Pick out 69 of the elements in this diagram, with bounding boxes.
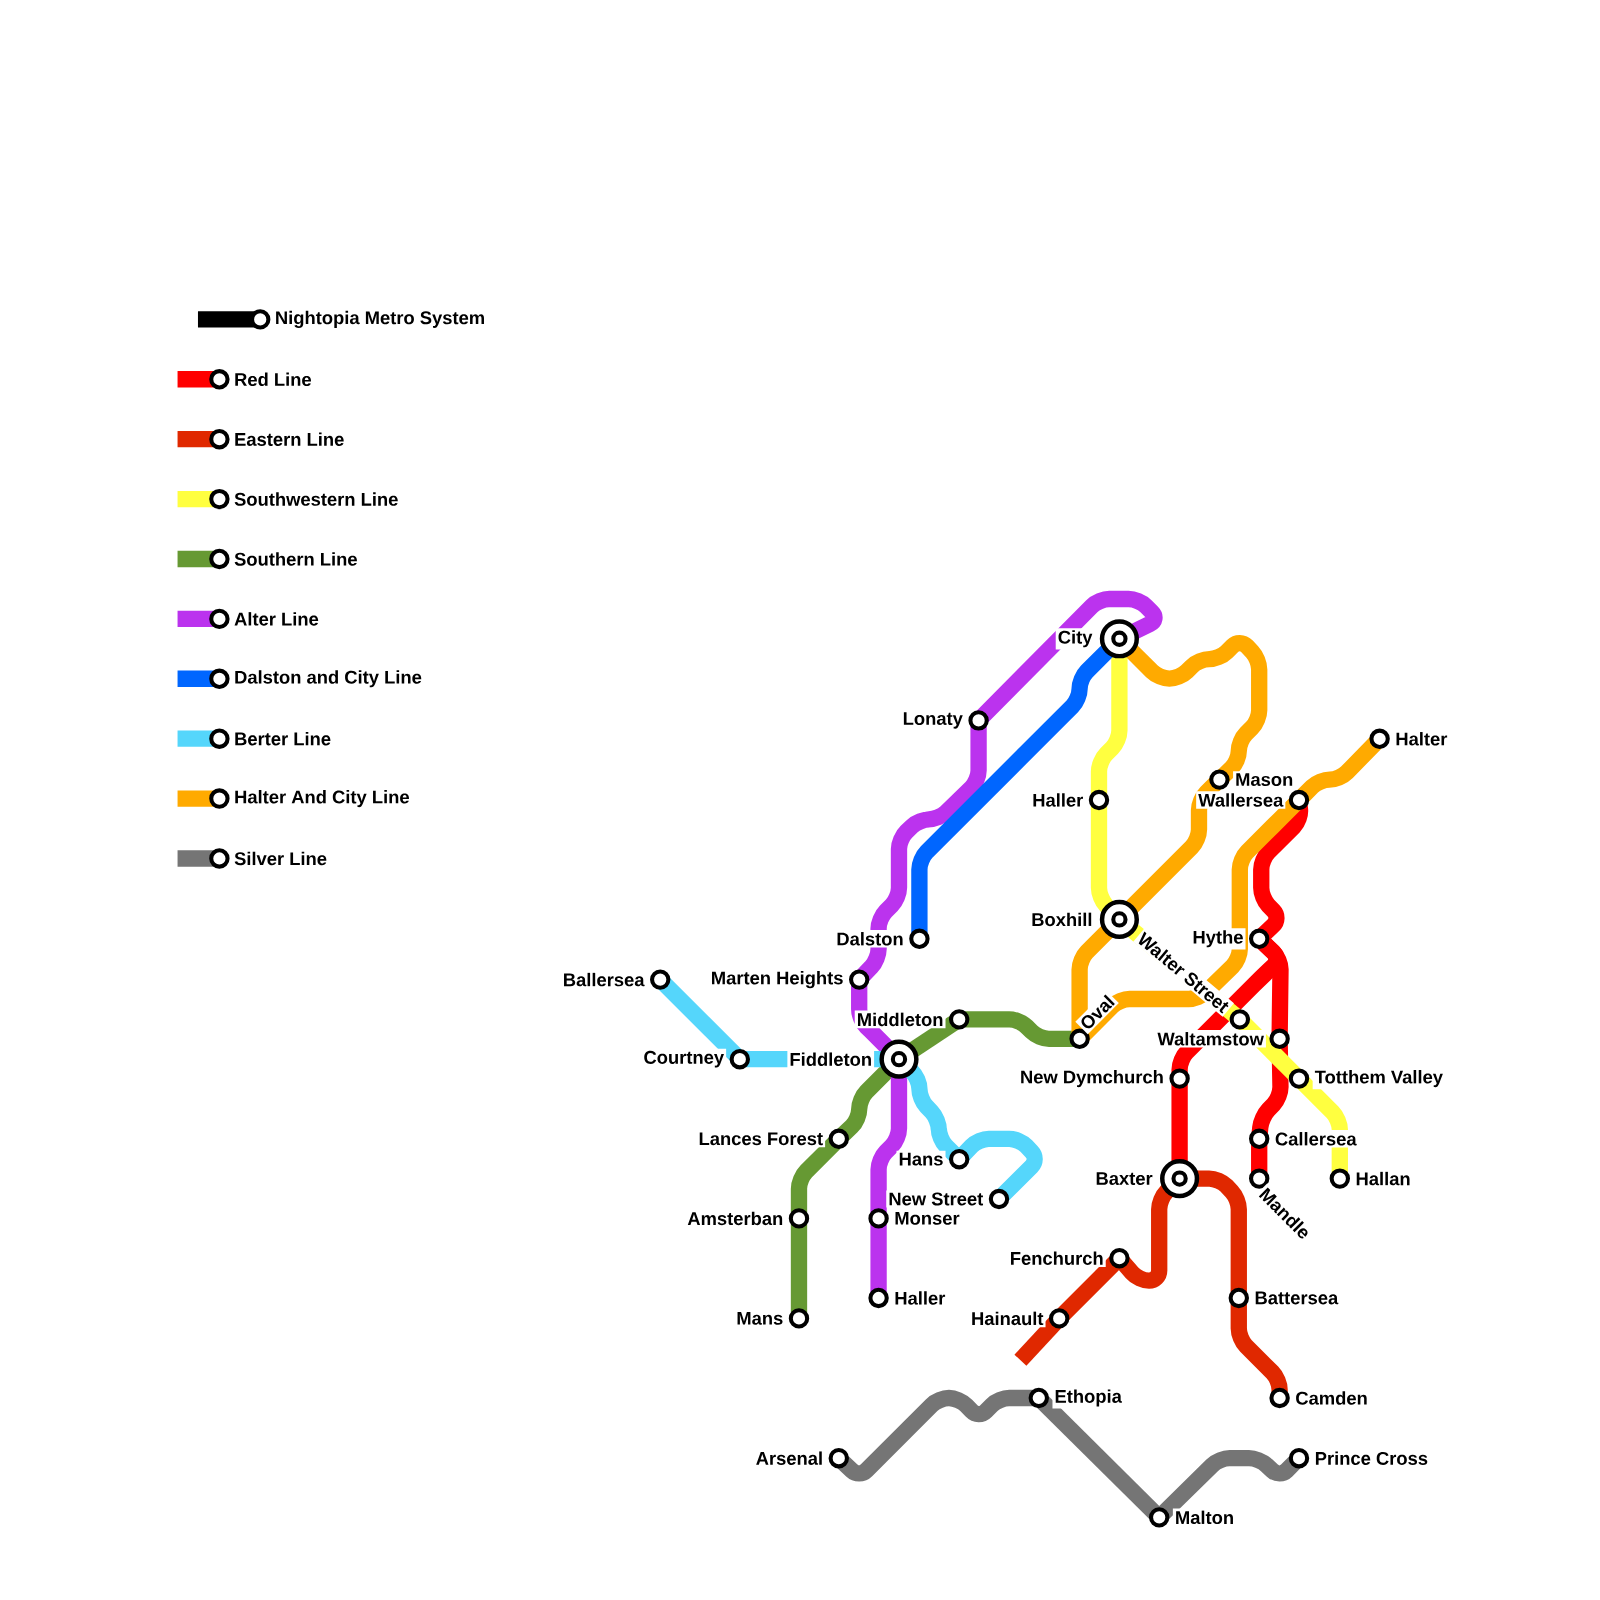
legend-label: Nightopia Metro System	[272, 308, 488, 331]
station-label: Halter	[1393, 730, 1450, 748]
station-label: Amsterban	[685, 1209, 786, 1228]
legend-label: Southern Line	[232, 550, 360, 568]
station-label: Mans	[734, 1309, 786, 1327]
station-label: Hans	[896, 1150, 946, 1168]
station-label: Mason	[1233, 771, 1296, 789]
legend-label: Halter And City Line	[232, 788, 412, 810]
metro-line	[1116, 1183, 1175, 1289]
station-label: Hainault	[969, 1309, 1046, 1328]
station-label: Hythe	[1190, 928, 1246, 950]
metro-line	[1237, 1017, 1301, 1081]
station-label: Prince Cross	[1312, 1449, 1431, 1467]
station-label: Lances Forest	[696, 1130, 826, 1148]
station-label: Ethopia	[1052, 1387, 1124, 1409]
metro-line	[837, 1389, 1034, 1482]
station-label: Malton	[1172, 1508, 1237, 1527]
legend-label: Red Line	[232, 370, 314, 389]
legend-label: Dalston and City Line	[232, 668, 424, 690]
metro-line	[1157, 1450, 1301, 1520]
metro-line	[658, 977, 742, 1062]
legend-label: Berter Line	[232, 729, 334, 748]
metro-line	[1124, 634, 1268, 782]
station-label: Hallan	[1353, 1169, 1413, 1188]
legend-label: Alter Line	[232, 610, 321, 628]
metro-line	[964, 1011, 1075, 1047]
metro-line	[976, 590, 1163, 723]
metro-line	[1171, 1084, 1188, 1164]
metro-line	[1124, 777, 1222, 915]
legend-label: Silver Line	[232, 849, 329, 868]
metro-line	[911, 643, 1115, 934]
station-label: Lonaty	[900, 710, 965, 731]
station-label: Boxhill	[1029, 910, 1095, 929]
station-label: City	[1055, 628, 1095, 650]
station-label: Battersea	[1252, 1289, 1341, 1307]
station-label: Arsenal	[753, 1449, 826, 1467]
metro-line	[906, 1015, 960, 1058]
metro-line	[1251, 1144, 1268, 1174]
station-label: Fenchurch	[1007, 1249, 1106, 1267]
metro-line	[1014, 1316, 1062, 1366]
station-label: Marten Heights	[708, 968, 846, 991]
metro-line	[957, 1130, 1043, 1201]
metro-line	[1057, 1256, 1122, 1321]
station-label: Callersea	[1272, 1130, 1359, 1148]
metro-line	[1036, 1396, 1162, 1520]
station-label: Haller	[892, 1289, 948, 1307]
legend-label: Eastern Line	[232, 430, 347, 448]
station-label: New Dymchurch	[1017, 1068, 1166, 1090]
legend-label: Southwestern Line	[232, 490, 401, 508]
station-label: Dalston	[834, 930, 906, 948]
station-label: New Street	[886, 1190, 986, 1208]
station-label: Middleton	[854, 1010, 946, 1029]
metro-line	[870, 1223, 887, 1293]
station-label: Haller	[1030, 791, 1086, 809]
metro-line	[790, 1223, 808, 1313]
station-label: Totthem Valley	[1312, 1068, 1445, 1090]
metro-line	[1297, 737, 1382, 802]
metro-line	[903, 1063, 962, 1162]
station-label: Monser	[892, 1209, 962, 1227]
station-label: Camden	[1293, 1389, 1370, 1407]
metro-line	[1194, 1170, 1247, 1293]
station-label: Fiddleton	[787, 1050, 875, 1068]
station-label: Courtney	[641, 1048, 727, 1070]
metro-line	[1071, 924, 1115, 1034]
metro-line	[790, 1136, 841, 1213]
metro-line	[1251, 1044, 1289, 1136]
metro-line	[857, 725, 987, 982]
station-label: Baxter	[1093, 1170, 1155, 1188]
station-label: Ballersea	[560, 970, 647, 989]
